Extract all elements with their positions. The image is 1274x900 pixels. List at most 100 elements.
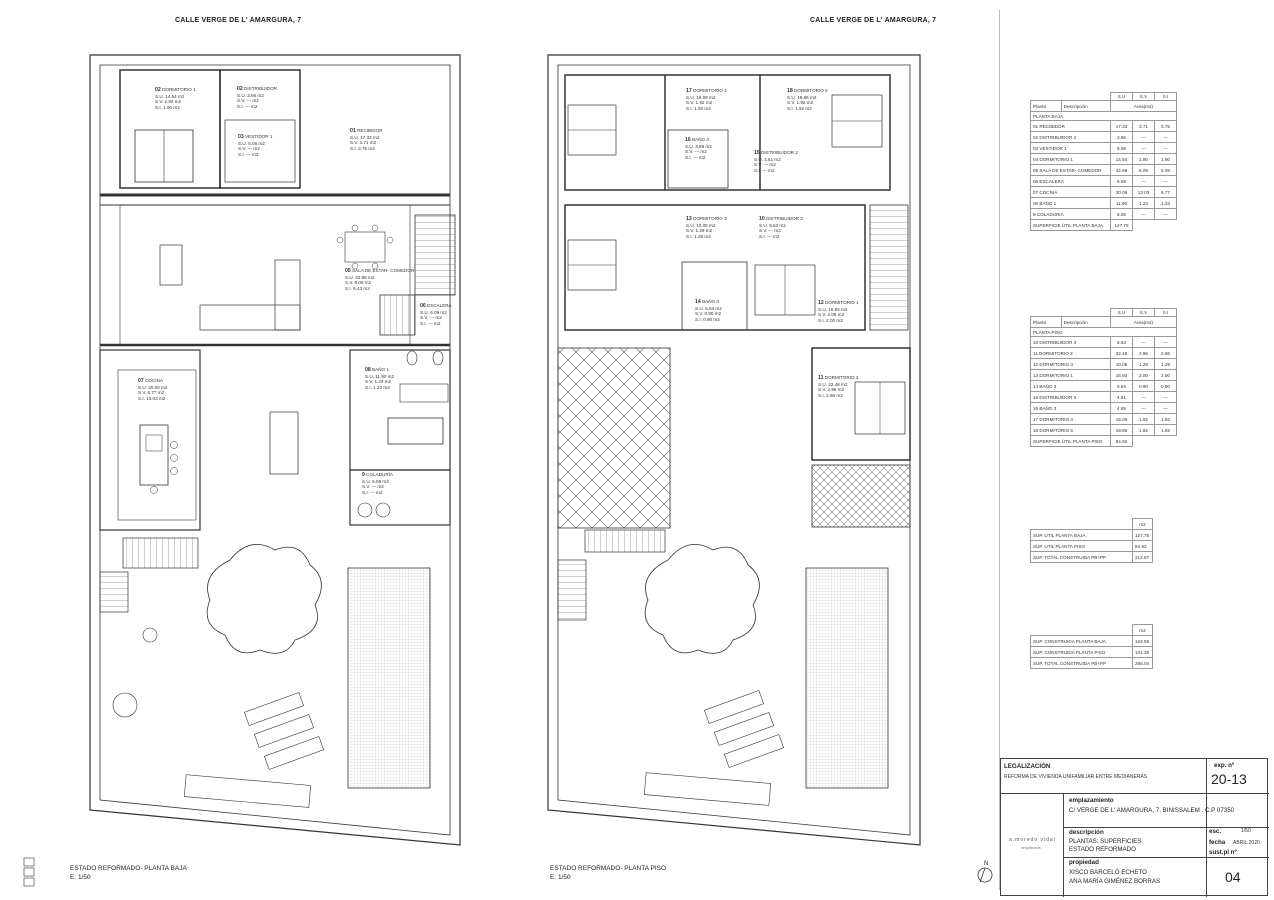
area-cell: 3.66 <box>1110 131 1133 143</box>
studio-sub: arquitectos <box>1021 845 1041 850</box>
emplazamiento-label: emplazamiento <box>1069 797 1114 804</box>
esc-label: esc. <box>1209 828 1222 835</box>
area-cell: 1.23 <box>1154 197 1177 209</box>
street-label-right: CALLE VERGE DE L' AMARGURA, 7 <box>810 17 937 24</box>
area-cell: 4.61 <box>1110 391 1133 403</box>
area-cell: 2.00 <box>1132 369 1155 381</box>
area-cell: --- <box>1132 391 1155 403</box>
area-cell: 1.29 <box>1132 358 1155 370</box>
room-name-cell: 02 DISTRIBUIDOR 2 <box>1030 131 1111 143</box>
sheet-number: 04 <box>1225 869 1241 885</box>
exp-label: exp. nº <box>1214 762 1235 769</box>
room-name-cell: 17 DORMITORIO 4 <box>1030 413 1111 425</box>
esc-value: 1/50 <box>1241 828 1251 834</box>
drawing-area: CALLE VERGE DE L' AMARGURA, 7 CALLE VERG… <box>23 17 993 887</box>
area-cell: 16.09 <box>1110 413 1133 425</box>
area-cell: 6.06 <box>1110 208 1133 220</box>
north-arrow <box>977 867 993 883</box>
fecha-label: fecha <box>1209 839 1226 846</box>
area-cell: 4.89 <box>1110 402 1133 414</box>
emplazamiento-value: C/ VERGE DE L' AMARGURA, 7. BINISSALEM .… <box>1069 807 1235 814</box>
room-name-cell: 18 DORMITORIO 5 <box>1030 424 1111 436</box>
room-name-cell: 9 COLADURIA <box>1030 208 1111 220</box>
area-cell: --- <box>1132 131 1155 143</box>
area-cell: 13.03 <box>1132 186 1155 198</box>
propiedad-label: propiedad <box>1069 859 1099 866</box>
area-cell: --- <box>1154 402 1177 414</box>
area-cell: --- <box>1132 142 1155 154</box>
table-planta-piso: S.U S.V S.I Planta Descripción Area(m2) … <box>1030 308 1177 447</box>
area-cell: --- <box>1132 402 1155 414</box>
descripcion-line1: PLANTAS: SUPERFICIES <box>1069 838 1142 845</box>
area-cell: 17.33 <box>1110 120 1133 132</box>
descripcion-label: descripción <box>1069 829 1104 836</box>
studio-name: a.moredo vidal <box>1009 837 1056 843</box>
area-cell: 16.93 <box>1110 369 1133 381</box>
area-cell: --- <box>1132 175 1155 187</box>
area-cell: 10.05 <box>1110 358 1133 370</box>
area-cell: 1.92 <box>1154 424 1177 436</box>
area-cell: 6.63 <box>1110 336 1133 348</box>
north-label: N <box>984 861 989 867</box>
area-cell: 1.92 <box>1154 413 1177 425</box>
room-name-cell: 08 BAÑO 1 <box>1030 197 1111 209</box>
area-cell: --- <box>1154 142 1177 154</box>
area-cell: 19.86 <box>1110 424 1133 436</box>
exp-value: 20-13 <box>1211 771 1247 787</box>
sheet-divider <box>999 10 1000 890</box>
area-cell: 20.06 <box>1110 186 1133 198</box>
area-cell: 1.29 <box>1154 358 1177 370</box>
room-name-cell: 15 DISTRIBUIDOR 3 <box>1030 391 1111 403</box>
room-name-cell: 04 DORMITORIO 1 <box>1030 153 1111 165</box>
area-cell: --- <box>1154 391 1177 403</box>
area-cell: 2.96 <box>1154 347 1177 359</box>
room-name-cell: 13 DORMITORIO 1 <box>1030 369 1111 381</box>
area-cell: 42.96 <box>1110 164 1133 176</box>
plan-planta-piso <box>547 54 921 846</box>
area-cell: --- <box>1132 336 1155 348</box>
area-cell: 3.75 <box>1154 120 1177 132</box>
area-cell: 6.09 <box>1154 164 1177 176</box>
area-cell: 5.84 <box>1110 380 1133 392</box>
area-cell: 2.00 <box>1154 369 1177 381</box>
floor-plans-svg <box>23 54 993 887</box>
plan-caption-baja: ESTADO REFORMADO- PLANTA BAJA E: 1/50 <box>70 865 187 881</box>
plan-planta-baja <box>89 54 461 846</box>
area-cell: 0.90 <box>1154 380 1177 392</box>
area-cell: 2.96 <box>1132 347 1155 359</box>
fecha-value: ABRIL 2020 <box>1233 840 1260 846</box>
legalizacion-text: REFORMA DE VIVIENDA UNIFAMILIAR ENTRE ME… <box>1004 774 1148 780</box>
room-name-cell: 16 BAÑO 3 <box>1030 402 1111 414</box>
street-label-left: CALLE VERGE DE L' AMARGURA, 7 <box>175 17 302 24</box>
area-cell: 1.92 <box>1132 413 1155 425</box>
room-name-cell: 01 RECIBIDOR <box>1030 120 1111 132</box>
room-name-cell: 12 DORMITORIO 3 <box>1030 358 1111 370</box>
